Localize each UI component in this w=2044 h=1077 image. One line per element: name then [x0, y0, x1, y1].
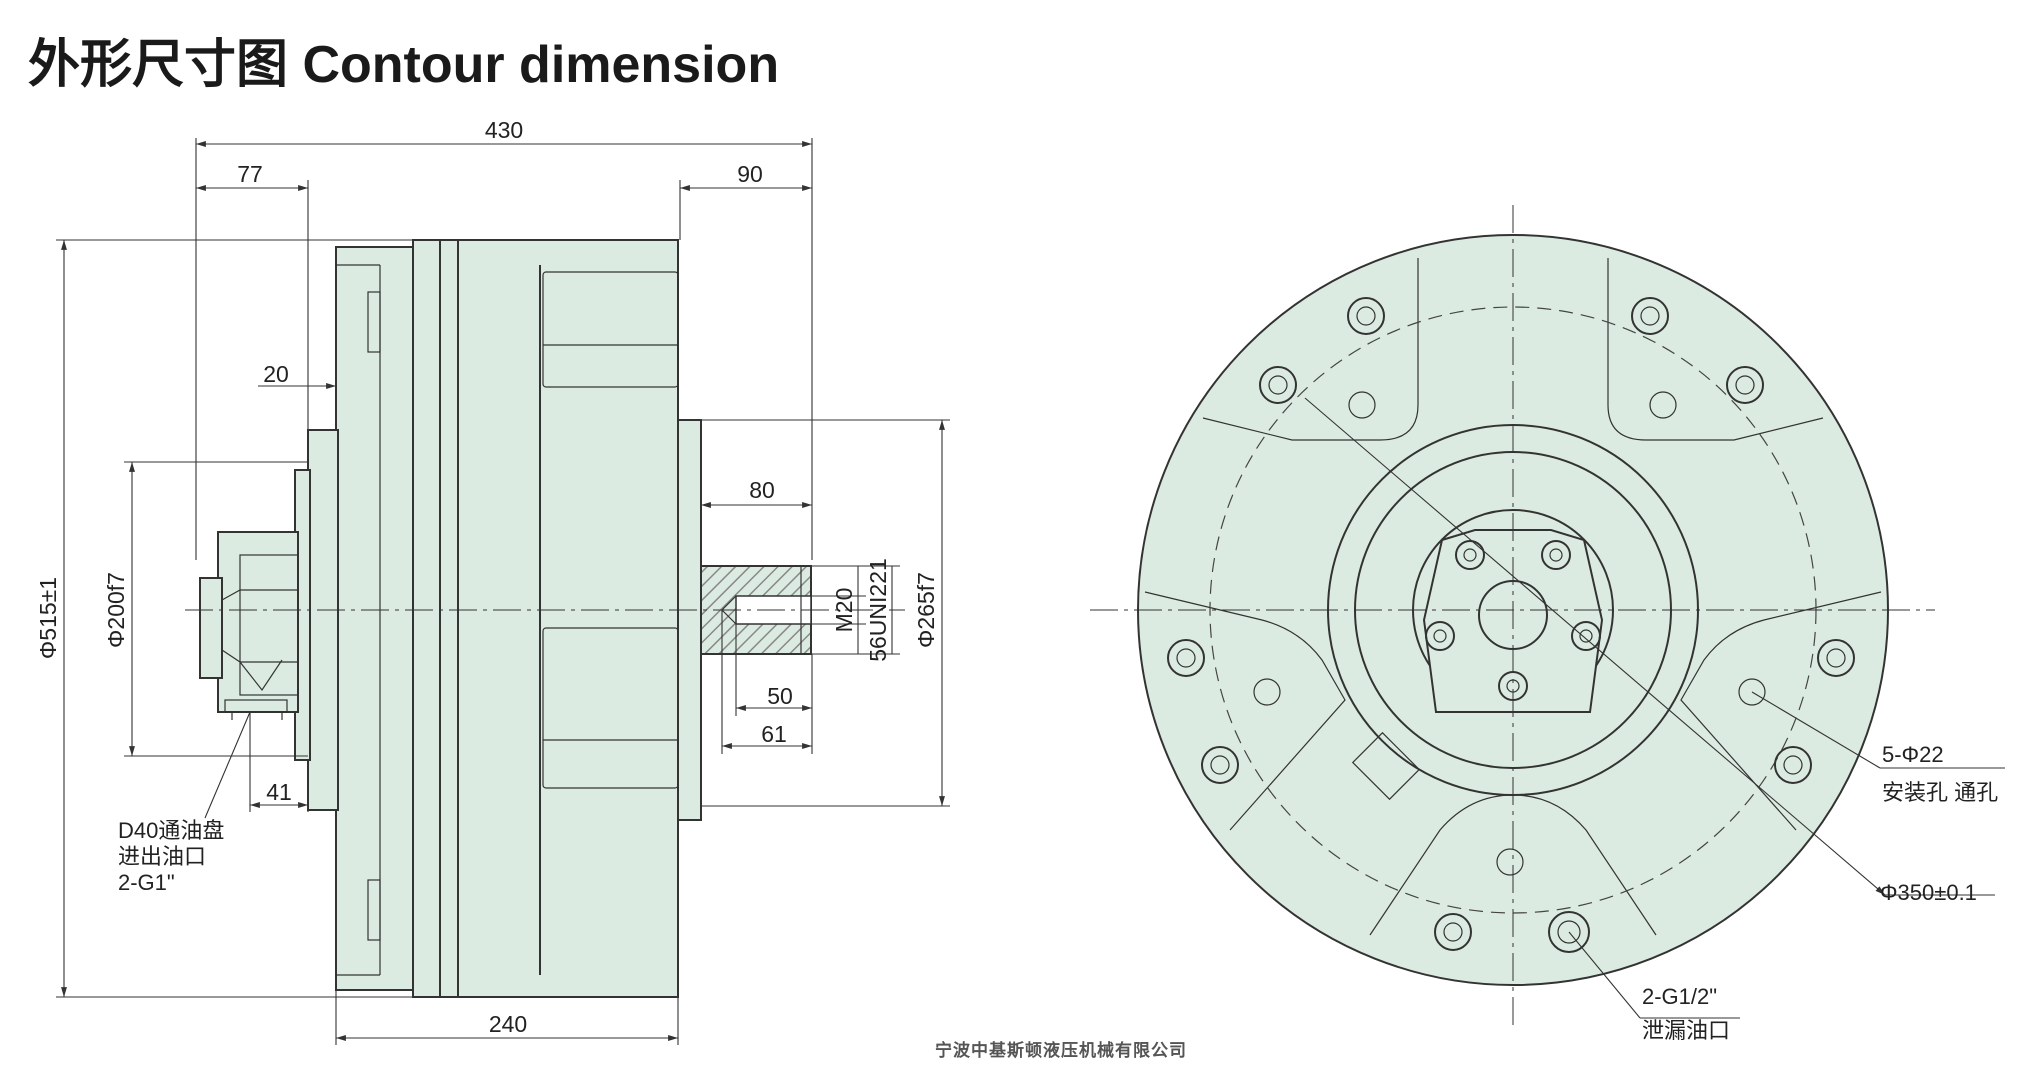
mount-holes	[1253, 391, 1766, 876]
dim-90: 90	[737, 161, 763, 187]
note-mount-holes-2: 安装孔 通孔	[1882, 780, 1998, 805]
note-drain-port-1: 2-G1/2"	[1642, 984, 1717, 1009]
housing-main	[412, 239, 679, 998]
front-view: Φ350±0.1 5-Φ22 安装孔 通孔 2-G1/2" 泄漏油口	[1090, 205, 2005, 1043]
note-oil-port-2: 进出油口	[118, 844, 206, 869]
dim-outer-diameter: Φ515±1	[35, 577, 61, 659]
note-oil-port-3: 2-G1"	[118, 870, 175, 895]
dim-77: 77	[237, 161, 263, 187]
rim-bolts	[1167, 297, 1855, 953]
dim-50: 50	[767, 683, 793, 709]
shaft-flange	[677, 419, 702, 821]
side-view: 430 77 90 20 80 50 61 41 240	[35, 117, 950, 1045]
dim-spline: 56UNI221	[865, 558, 891, 662]
note-oil-port-1: D40通油盘	[118, 818, 224, 843]
dim-shaft-pilot: Φ265f7	[913, 572, 939, 648]
dim-thread-m20: M20	[831, 588, 857, 633]
rear-pilot	[307, 429, 339, 811]
dim-41: 41	[266, 779, 292, 805]
note-drain-port-2: 泄漏油口	[1642, 1018, 1730, 1043]
dim-61: 61	[761, 721, 787, 747]
page-title: 外形尺寸图 Contour dimension	[28, 36, 780, 94]
note-pcd: Φ350±0.1	[1880, 880, 1977, 905]
dim-80: 80	[749, 477, 775, 503]
housing-rear	[335, 246, 417, 991]
dim-240: 240	[489, 1011, 527, 1037]
company-name: 宁波中基斯顿液压机械有限公司	[935, 1041, 1187, 1061]
dim-pilot-diameter: Φ200f7	[103, 572, 129, 648]
dim-20: 20	[263, 361, 289, 387]
note-mount-holes-1: 5-Φ22	[1882, 742, 1944, 767]
dim-430: 430	[485, 117, 523, 143]
